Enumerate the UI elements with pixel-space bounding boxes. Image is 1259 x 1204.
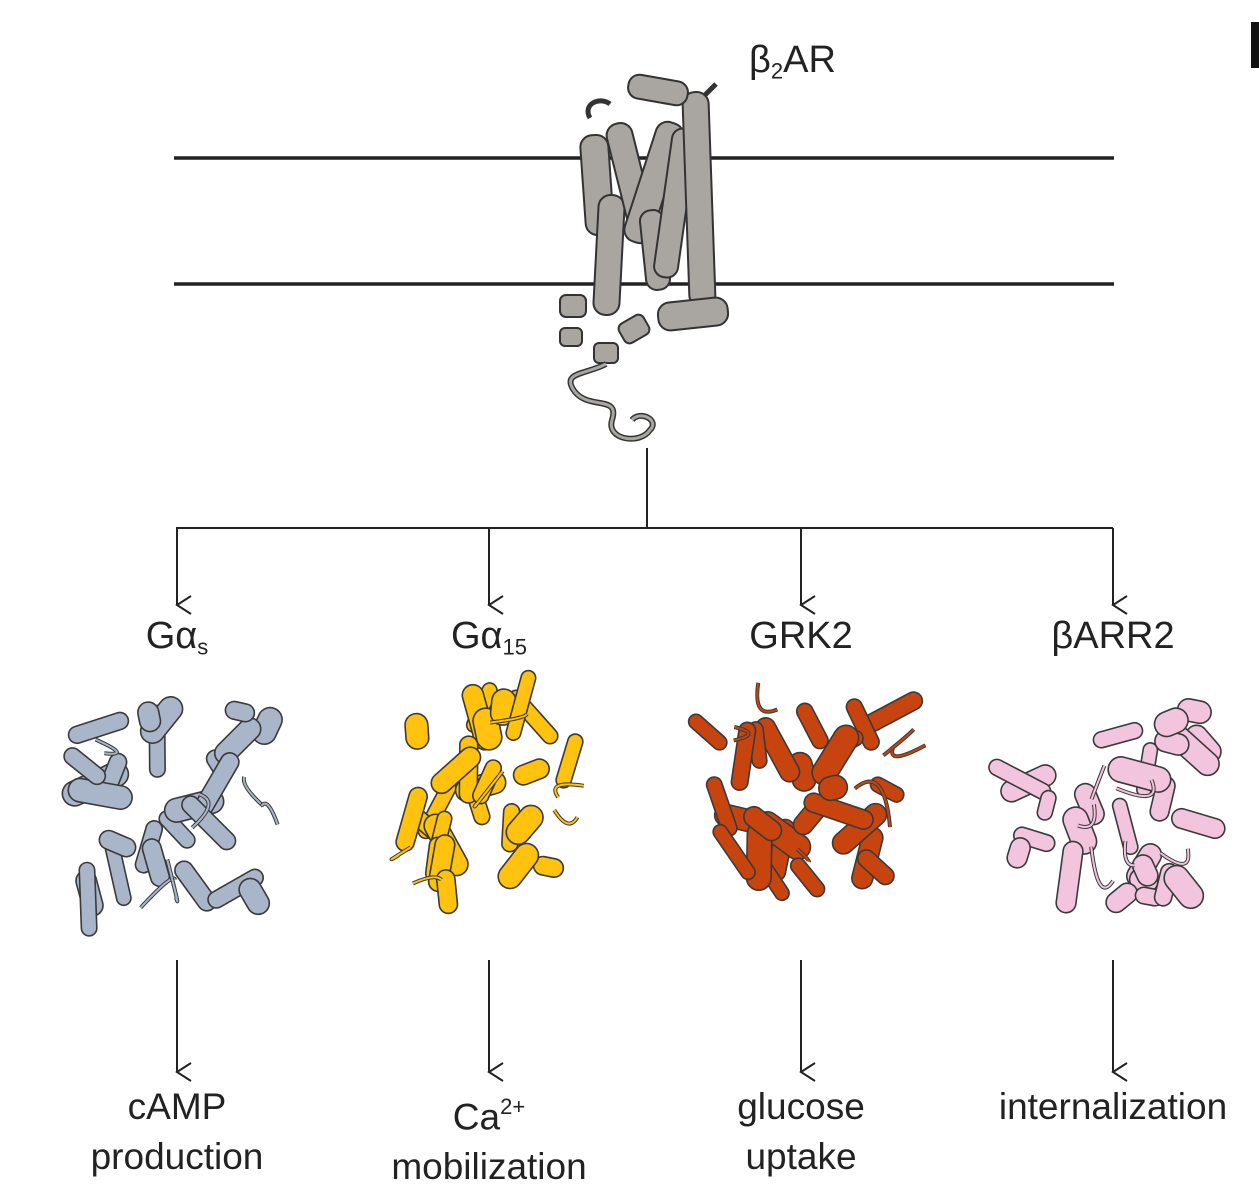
branch-label-ga15: Gα15 <box>451 617 527 659</box>
outcome-line1: internalization <box>998 1086 1228 1127</box>
receptor-label-sub: 2 <box>770 58 784 84</box>
branch-label-grk2: GRK2 <box>749 617 852 655</box>
branch-label-sub: s <box>197 634 209 660</box>
outcome-ga15: Ca2+ mobilization <box>391 1082 586 1192</box>
branch-label-base: βARR2 <box>1051 615 1175 657</box>
branch-label-sub: 15 <box>502 634 528 660</box>
branch-label-base: Gα <box>450 615 503 657</box>
panel-edge-mark <box>1251 22 1259 68</box>
receptor-structure <box>559 73 730 442</box>
receptor-label-rest: AR <box>783 39 836 81</box>
outcome-line2: mobilization <box>391 1146 587 1188</box>
outcome-line2: production <box>90 1136 264 1177</box>
outcome-line1-wrap: Ca2+ <box>391 1082 586 1142</box>
outcome-sup: 2+ <box>500 1094 526 1119</box>
branch-label-barr2: βARR2 <box>1051 617 1174 655</box>
outcome-grk2: glucose uptake <box>737 1082 865 1182</box>
outcome-line1: cAMP <box>127 1086 227 1127</box>
outcome-gas: cAMP production <box>91 1082 264 1182</box>
outcome-line1: glucose <box>737 1086 865 1127</box>
outcome-line2: uptake <box>745 1136 857 1177</box>
receptor-label: β2AR <box>749 41 836 83</box>
gas-structure <box>61 696 283 937</box>
receptor-label-base: β <box>749 39 771 81</box>
barr2-structure <box>988 698 1226 914</box>
outcome-barr2: internalization <box>999 1082 1227 1132</box>
ga15-structure <box>389 669 585 915</box>
outcome-line1: Ca <box>452 1096 501 1138</box>
branch-label-gas: Gαs <box>146 617 209 659</box>
grk2-structure <box>687 682 927 902</box>
branch-label-base: GRK2 <box>749 615 853 657</box>
branch-label-base: Gα <box>145 615 198 657</box>
